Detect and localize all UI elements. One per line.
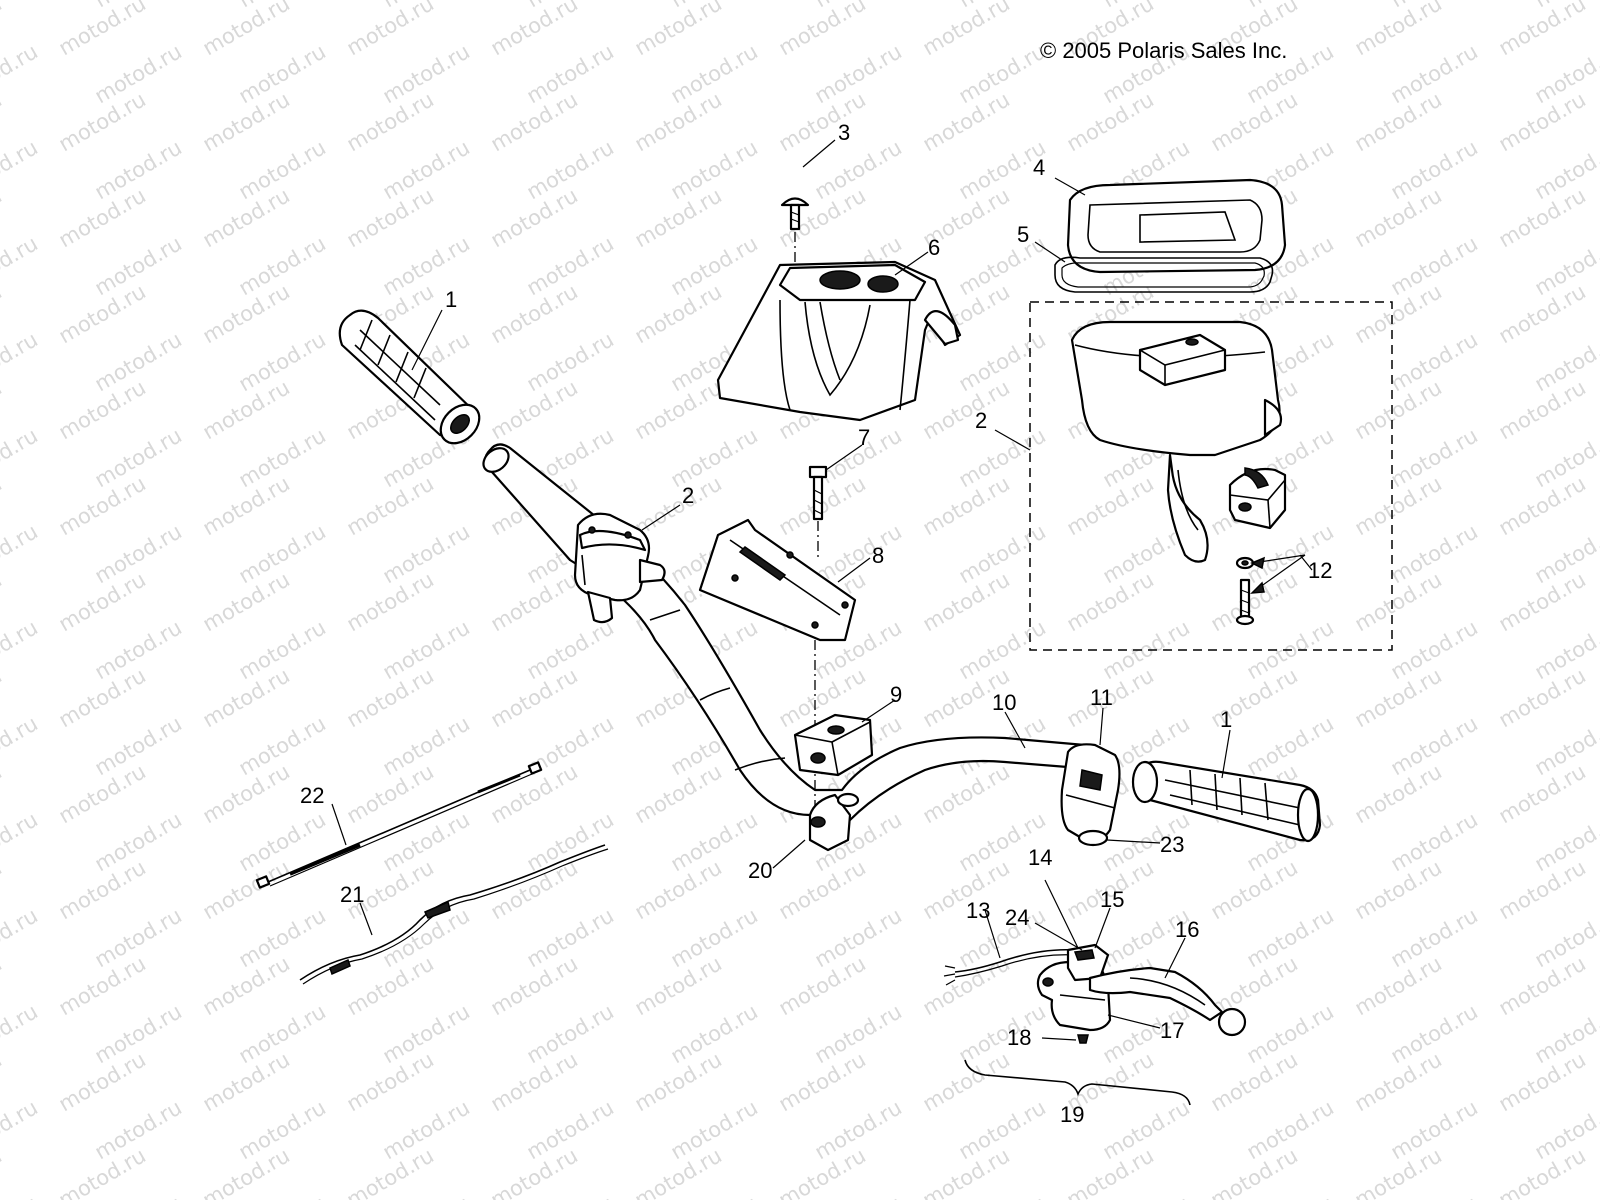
watermark-text: motod.ru — [0, 471, 6, 540]
callout-13: 13 — [966, 898, 990, 923]
watermark-text: motod.ru — [0, 279, 6, 348]
watermark-text: motod.ru — [0, 663, 6, 732]
callout-20: 20 — [748, 858, 772, 883]
watermark-text: motod.ru — [91, 1191, 186, 1200]
watermark-text: motod.ru — [0, 39, 42, 108]
part-11-right-switch — [1060, 743, 1121, 847]
callout-12: 12 — [1308, 558, 1332, 583]
callout-15: 15 — [1100, 887, 1124, 912]
callout-3: 3 — [838, 120, 850, 145]
watermark-text: motod.ru — [0, 615, 42, 684]
watermark-text: motod.ru — [0, 375, 6, 444]
callout-14: 14 — [1028, 845, 1052, 870]
callout-2b: 2 — [975, 408, 987, 433]
watermark-text: motod.ru — [1387, 1191, 1482, 1200]
watermark-text: motod.ru — [0, 1143, 6, 1200]
part-5-seal — [1054, 256, 1274, 293]
watermark-text: motod.ru — [0, 231, 42, 300]
watermark-text: motod.ru — [379, 1191, 474, 1200]
part-1-left-grip — [338, 309, 481, 445]
part-2-housing-detail — [1070, 320, 1283, 563]
part-16-brake-lever — [1088, 966, 1247, 1037]
watermark-text: motod.ru — [0, 1191, 42, 1200]
callout-22: 22 — [300, 783, 324, 808]
watermark-text: motod.ru — [1099, 1191, 1194, 1200]
callout-6: 6 — [928, 235, 940, 260]
callout-11: 11 — [1090, 685, 1113, 710]
callout-1b: 1 — [1220, 707, 1232, 732]
watermark-text: motod.ru — [0, 135, 42, 204]
part-18-screw — [1077, 1034, 1089, 1044]
callout-1a: 1 — [445, 287, 457, 312]
part-7-bolt — [808, 465, 828, 521]
part-9-upper-clamp — [793, 713, 874, 777]
callout-16: 16 — [1175, 917, 1199, 942]
callout-23: 23 — [1160, 832, 1184, 857]
callout-24: 24 — [1005, 905, 1029, 930]
callout-5: 5 — [1017, 222, 1029, 247]
watermark-text: motod.ru — [0, 951, 6, 1020]
watermark-text: motod.ru — [0, 999, 42, 1068]
part-22-cable — [255, 761, 543, 889]
part-6-console-cover — [716, 260, 962, 422]
part-2-left-control — [573, 512, 666, 624]
callout-2a: 2 — [682, 483, 694, 508]
callout-18: 18 — [1007, 1025, 1031, 1050]
watermark-text: motod.ru — [1243, 1191, 1338, 1200]
watermark-text: motod.ru — [0, 567, 6, 636]
callout-10: 10 — [992, 690, 1016, 715]
part-3-screw — [780, 197, 810, 268]
callout-4: 4 — [1033, 155, 1045, 180]
watermark-text: motod.ru — [811, 1191, 906, 1200]
watermark-text: motod.ru — [0, 759, 6, 828]
callout-8: 8 — [872, 543, 884, 568]
watermark-text: motod.ru — [1531, 1191, 1600, 1200]
watermark-text: motod.ru — [0, 519, 42, 588]
watermark-text: motod.ru — [523, 1191, 618, 1200]
watermark-text: motod.ru — [0, 183, 6, 252]
watermark-text: motod.ru — [0, 1047, 6, 1116]
watermark-text: motod.ru — [0, 855, 6, 924]
part-21-wire — [299, 844, 609, 985]
part-1-right-grip — [1131, 760, 1322, 843]
callout-17: 17 — [1160, 1018, 1184, 1043]
watermark-text: motod.ru — [0, 807, 42, 876]
part-13-wire-lead — [943, 948, 1076, 986]
watermark-text: motod.ru — [0, 711, 42, 780]
callout-9: 9 — [890, 682, 902, 707]
watermark-text: motod.ru — [0, 1095, 42, 1164]
callouts: 1 1 2 2 3 4 5 6 7 8 9 10 11 12 13 14 15 … — [300, 120, 1332, 1127]
detail-box — [1029, 301, 1393, 651]
watermark-text: motod.ru — [235, 1191, 330, 1200]
part-12-clamp-hardware — [1228, 467, 1287, 626]
watermark-text: motod.ru — [0, 87, 6, 156]
watermark-text: motod.ru — [0, 903, 42, 972]
part-8-bracket — [698, 518, 857, 642]
watermark-text: motod.ru — [0, 423, 42, 492]
part-4-lid — [1066, 178, 1287, 274]
callout-19: 19 — [1060, 1102, 1084, 1127]
copyright-notice: © 2005 Polaris Sales Inc. — [1040, 38, 1288, 63]
callout-21: 21 — [340, 882, 364, 907]
watermark-text: motod.ru — [0, 0, 42, 12]
watermark-text: motod.ru — [955, 1191, 1050, 1200]
callout-7: 7 — [858, 425, 870, 450]
watermark-text: motod.ru — [0, 327, 42, 396]
watermark-text: motod.ru — [667, 1191, 762, 1200]
watermark-text: motod.ru — [0, 0, 6, 60]
part-20-lower-clamp — [808, 792, 860, 852]
leader-lines — [331, 139, 1313, 1106]
